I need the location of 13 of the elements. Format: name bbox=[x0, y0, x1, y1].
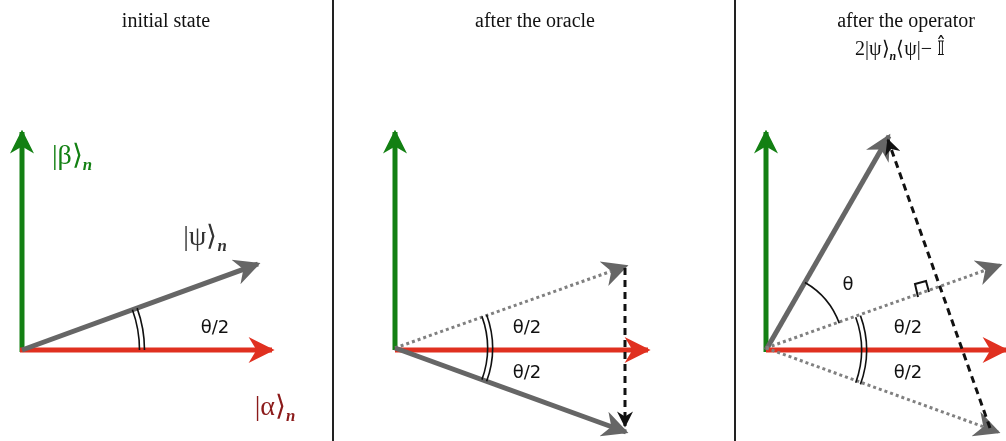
vector-label: |α⟩$_{n}$ bbox=[254, 391, 296, 425]
angle-label: θ bbox=[842, 275, 854, 293]
angle-label: θ/2 bbox=[893, 363, 923, 381]
angle-label: θ/2 bbox=[893, 318, 923, 336]
angle-label: θ/2 bbox=[200, 318, 230, 336]
angle-label: θ/2 bbox=[512, 363, 542, 381]
angle-label: θ/2 bbox=[512, 318, 542, 336]
panel-title: initial state bbox=[121, 10, 211, 30]
operator-formula: 2|ψ⟩$_{n}$⟨ψ|− 𝕀̂ bbox=[855, 38, 945, 62]
panel-title: after the oracle bbox=[475, 10, 595, 30]
vector-label: |β⟩$_{n}$ bbox=[51, 140, 93, 174]
panel-title: after the operator bbox=[837, 10, 975, 30]
vector-label: |ψ⟩$_{n}$ bbox=[183, 221, 227, 255]
